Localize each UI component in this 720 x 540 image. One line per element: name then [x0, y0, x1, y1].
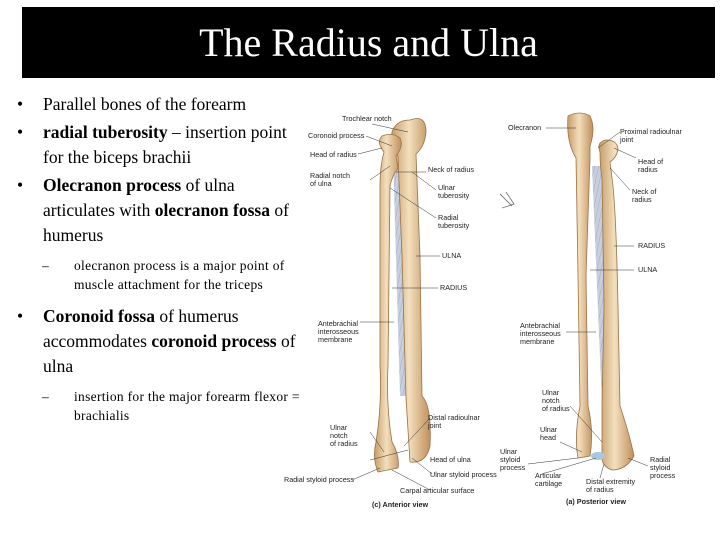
radius-ulna-illustration: [351, 112, 649, 491]
label-distal-radioulnar-joint: Distal radioulnar joint: [428, 413, 480, 430]
label-ulna-posterior: ULNA: [638, 265, 658, 274]
leader-lines-posterior: [527, 127, 649, 479]
bullet-marker: •: [17, 122, 24, 142]
leader-lines-anterior: [351, 123, 440, 491]
bold-term: Olecranon process: [43, 175, 182, 195]
label-radius-anterior: RADIUS: [440, 283, 468, 292]
label-ulnar-styloid-anterior: Ulnar styloid process: [430, 470, 497, 479]
label-olecranon: Olecranon: [508, 123, 542, 132]
label-trochlear-notch: Trochlear notch: [342, 114, 392, 123]
sub-bullet-text: insertion for the major forearm flexor =…: [74, 389, 300, 423]
radius-posterior: [598, 139, 635, 471]
label-anterior-view: (c) Anterior view: [372, 500, 429, 509]
label-interosseous-anterior: Antebrachial interosseous membrane: [318, 319, 359, 344]
bold-term: coronoid process: [151, 331, 277, 351]
sub-bullet-text: olecranon process is a major point of mu…: [74, 258, 285, 292]
label-head-of-ulna: Head of ulna: [430, 455, 471, 464]
label-distal-extremity-of-radius: Distal extremity of radius: [586, 477, 636, 494]
label-ulnar-notch-anterior: Ulnar notch of radius: [330, 423, 358, 448]
bullet-text: of ulna: [43, 331, 296, 376]
label-radial-styloid-posterior: Radial styloid process: [650, 455, 676, 480]
posterior-view-bones: [567, 112, 635, 471]
radius-anterior: [374, 134, 402, 473]
bullet-text: Parallel bones of the forearm: [43, 94, 247, 114]
label-articular-cartilage: Articular cartilage: [535, 471, 563, 488]
bold-term: olecranon fossa: [154, 200, 270, 220]
articular-cartilage-mark: [591, 452, 605, 460]
bullet-text: of humerus accommodates: [43, 306, 239, 351]
label-posterior-view: (a) Posterior view: [566, 497, 626, 506]
label-ulnar-notch-posterior: Ulnar notch of radius: [542, 388, 570, 413]
bullet-text: – insertion point for the biceps brachii: [43, 122, 287, 167]
bullet-marker: •: [17, 94, 24, 114]
sub-bullet-item: – insertion for the major forearm flexor …: [14, 387, 304, 425]
label-interosseous-posterior: Antebrachial interosseous membrane: [520, 321, 561, 346]
view-arrow-icon: [499, 191, 515, 209]
label-head-of-radius-posterior: Head of radius: [638, 157, 664, 174]
bullet-marker: •: [17, 306, 24, 326]
sub-bullet-marker: –: [42, 258, 50, 273]
title-bar: [22, 7, 715, 78]
slide-title: The Radius and Ulna: [199, 20, 538, 65]
label-coronoid-process: Coronoid process: [308, 131, 365, 140]
bullet-item: • Olecranon process of ulna articulates w…: [14, 173, 304, 248]
bullet-item: •Coronoid fossa of humerus accommodates …: [14, 304, 304, 379]
label-radial-tuberosity: Radial tuberosity: [438, 213, 470, 230]
sub-bullet-marker: –: [42, 389, 50, 404]
label-head-of-radius-anterior: Head of radius: [310, 150, 357, 159]
label-radial-notch: Radial notch of ulna: [310, 171, 350, 188]
bold-term: radial tuberosity: [43, 122, 168, 142]
bold-term: Coronoid fossa: [43, 306, 155, 326]
bullet-text: of humerus: [43, 200, 289, 245]
anterior-view-bones: [374, 118, 431, 473]
label-proximal-radioulnar-joint: Proximal radioulnar joint: [620, 127, 682, 144]
label-radial-styloid-anterior: Radial styloid process: [284, 475, 354, 484]
ulna-posterior: [567, 112, 594, 459]
label-ulnar-head-posterior: Ulnar head: [540, 425, 558, 442]
label-neck-of-radius-anterior: Neck of radius: [428, 165, 474, 174]
sub-bullet-item: – olecranon process is a major point of m…: [14, 256, 304, 294]
label-ulnar-styloid-posterior: Ulnar styloid process: [500, 447, 526, 472]
label-carpal-articular-surface: Carpal articular surface: [400, 486, 475, 495]
label-ulnar-tuberosity: Ulnar tuberosity: [438, 183, 470, 200]
ulna-anterior: [391, 118, 431, 463]
bullet-marker: •: [17, 175, 24, 195]
bullet-item: • radial tuberosity – insertion point for…: [14, 120, 304, 170]
forearm-bones-figure: Trochlear notch Coronoid process Head of…: [280, 106, 720, 520]
label-radius-posterior: RADIUS: [638, 241, 666, 250]
bullet-item: • Parallel bones of the forearm: [14, 92, 304, 117]
bullet-text: of ulna articulates with: [43, 175, 235, 220]
label-neck-of-radius-posterior: Neck of radius: [632, 187, 657, 204]
label-ulna-anterior: ULNA: [442, 251, 462, 260]
bullet-list: • Parallel bones of the forearm • radial tu…: [14, 92, 304, 435]
